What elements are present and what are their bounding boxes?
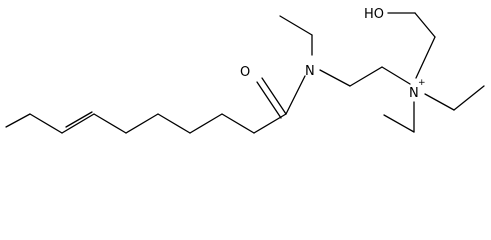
bond-carbonyl-double-a xyxy=(261,77,287,115)
bond-c9-c8 xyxy=(29,113,63,134)
amide-nitrogen-label: N xyxy=(305,64,315,79)
positive-charge-label: + xyxy=(418,78,426,88)
bond-c8-c7-double-inner xyxy=(65,111,93,128)
chemical-structure: O N N + HO xyxy=(5,7,485,134)
decenoyl-chain xyxy=(5,111,287,134)
bond-linker-c1-c2 xyxy=(349,66,383,87)
bond-c8-c7-double-outer xyxy=(61,113,95,134)
bond-hydroxyethyl-ch2-ch2 xyxy=(414,12,436,38)
bond-c6-c5 xyxy=(125,113,159,134)
amide-nitrogen-group: N xyxy=(279,15,351,87)
bond-c7-c6 xyxy=(93,113,127,134)
bond-carbonyl-double-b xyxy=(256,81,282,119)
carbonyl-group: O xyxy=(240,65,306,119)
bond-n-ethyl-right-ch2 xyxy=(424,93,455,111)
bond-amide-n-linker xyxy=(319,69,351,87)
bond-n-hydroxyethyl-ch2 xyxy=(415,36,436,79)
oxygen-atom-label: O xyxy=(240,65,250,80)
ethylene-linker xyxy=(349,66,411,87)
bond-c3-c2 xyxy=(221,113,255,134)
bond-c10-c9 xyxy=(5,113,31,128)
bond-ethyl-right-ch3 xyxy=(453,85,485,111)
ammonium-nitrogen-label: N xyxy=(409,86,419,101)
bond-c4-c3 xyxy=(189,113,223,134)
bond-ethyl-ch2-ch3 xyxy=(279,15,313,36)
bond-c5-c4 xyxy=(157,113,191,134)
hydroxyl-label: HO xyxy=(364,7,384,22)
bond-ethyl-down-ch3 xyxy=(383,114,415,133)
bond-c2-carbonyl xyxy=(253,113,287,134)
bond-linker-to-ammonium-n xyxy=(381,66,411,85)
bond-carbonyl-amide-n xyxy=(285,75,306,115)
ammonium-group: N + HO xyxy=(364,7,485,133)
